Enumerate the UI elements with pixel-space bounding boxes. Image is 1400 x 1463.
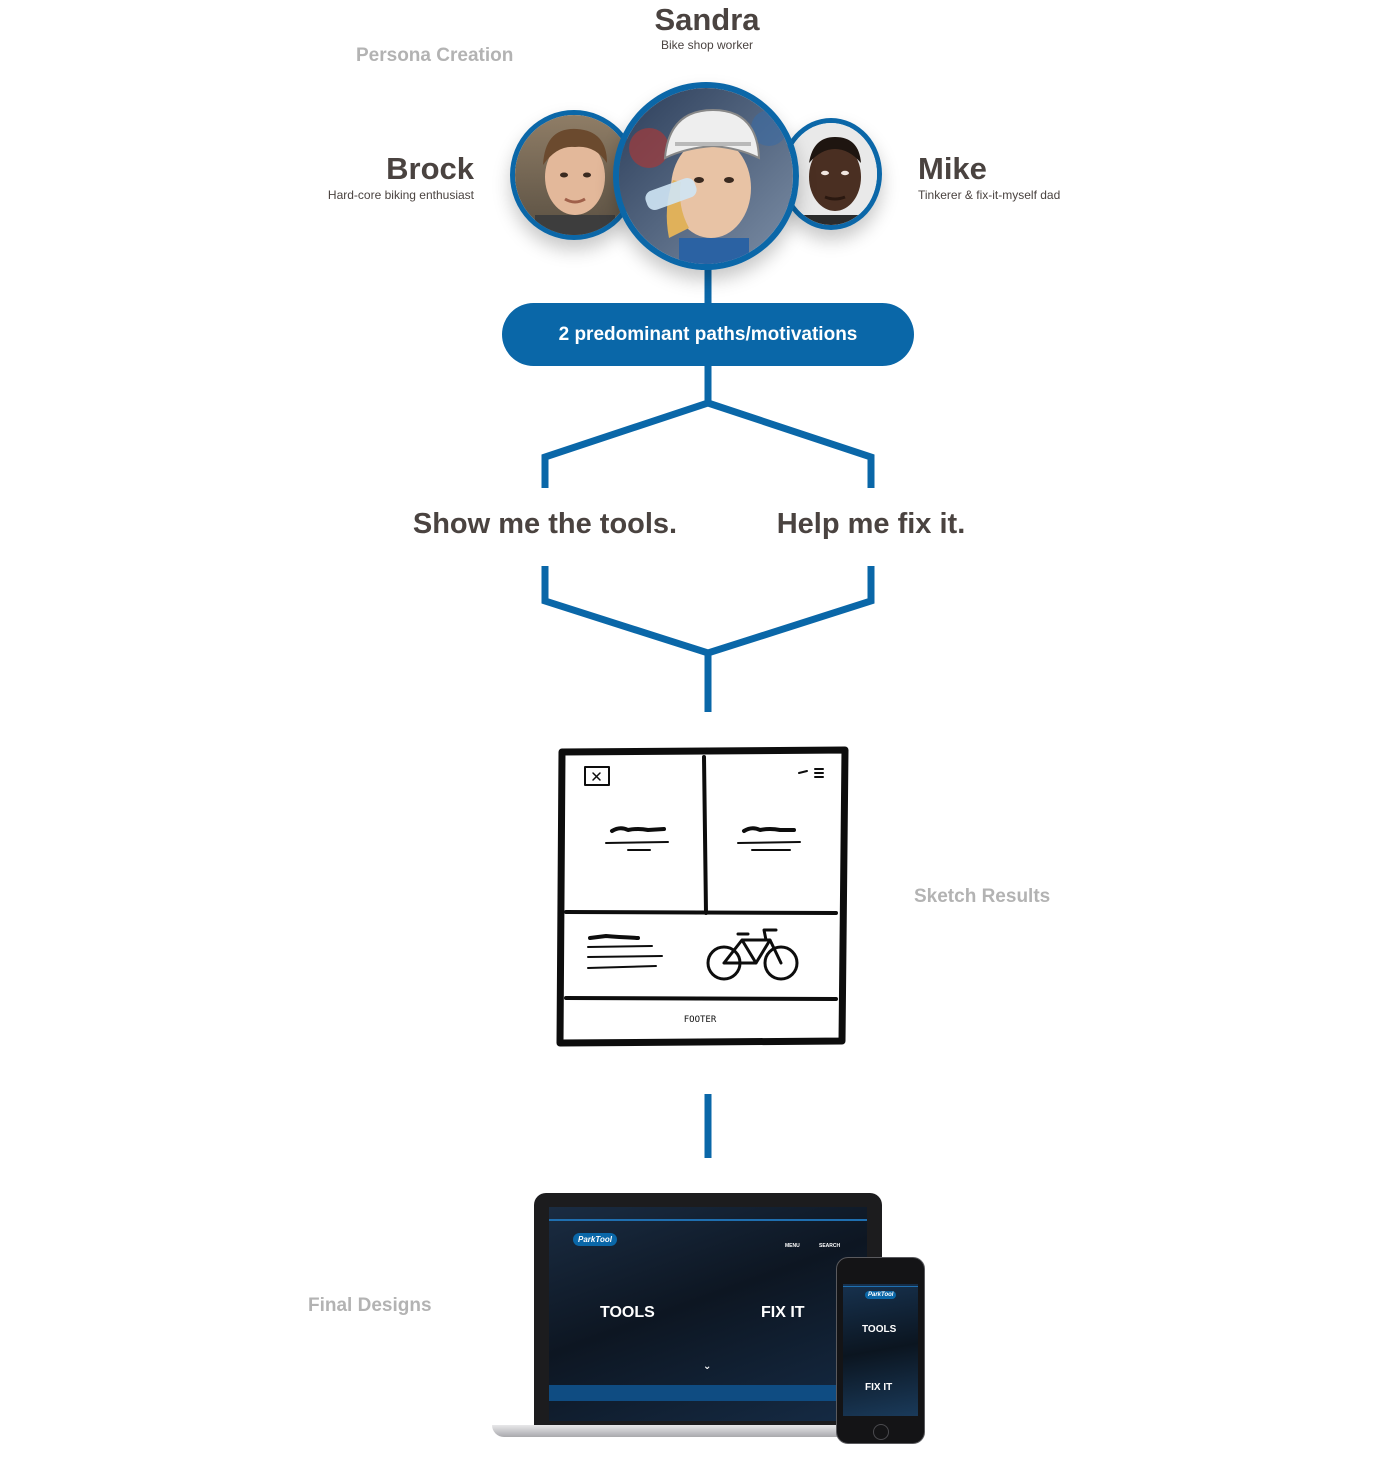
connector-split-left — [541, 366, 712, 488]
laptop-tools-title: TOOLS — [600, 1304, 655, 1321]
persona-role-brock: Hard-core biking enthusiast — [327, 188, 474, 202]
phone-tools-title: TOOLS — [862, 1324, 897, 1335]
phone-screen: ParkTool TOOLS FIX IT — [843, 1284, 918, 1416]
persona-name-sandra: Sandra — [654, 2, 760, 37]
section-label-final-designs: Final Designs — [308, 1295, 432, 1316]
laptop-base — [492, 1425, 896, 1437]
laptop-logo: ParkTool — [573, 1233, 617, 1246]
section-label-sketch-results: Sketch Results — [914, 886, 1051, 907]
motivations-pill-label: 2 predominant paths/motivations — [558, 323, 858, 345]
sketch-menu-icon — [798, 768, 824, 778]
persona-role-sandra: Bike shop worker — [660, 38, 754, 52]
phone-mockup: ParkTool TOOLS FIX IT — [836, 1257, 925, 1444]
persona-role-mike: Tinkerer & fix-it-myself dad — [918, 188, 1061, 202]
phone-home-button — [873, 1424, 889, 1440]
section-label-persona-creation: Persona Creation — [356, 45, 514, 66]
laptop-screen-banner — [549, 1385, 867, 1401]
sketch-logo-box — [584, 766, 610, 786]
persona-name-mike: Mike — [918, 151, 987, 186]
path-label-tools: Show me the tools. — [412, 508, 678, 540]
laptop-mockup: ParkTool MENU SEARCH TOOLS FIX IT ⌄ — [492, 1193, 896, 1445]
sketch-text-heading — [588, 934, 640, 940]
motivations-pill: 2 predominant paths/motivations — [502, 303, 914, 366]
laptop-menu-link: MENU — [785, 1243, 800, 1249]
sketch-divider-horizontal — [564, 910, 838, 915]
avatar-sandra — [613, 82, 799, 270]
phone-fix-it-title: FIX IT — [865, 1382, 893, 1393]
sketch-outer-frame — [556, 746, 849, 1047]
sketch-heading-left — [610, 826, 666, 833]
persona-name-brock: Brock — [386, 151, 474, 186]
sketch-footer-label: FOOTER — [684, 1015, 717, 1025]
chevron-down-icon: ⌄ — [703, 1361, 712, 1372]
connector-split-right — [706, 399, 875, 488]
sketch-divider-footer — [564, 996, 838, 1001]
laptop-search-link: SEARCH — [819, 1243, 841, 1249]
path-label-fix-it: Help me fix it. — [776, 508, 966, 540]
laptop-screen: ParkTool MENU SEARCH TOOLS FIX IT ⌄ — [549, 1207, 867, 1421]
sketch-heading-right — [742, 826, 796, 833]
sketch-bicycle — [706, 928, 799, 981]
sketch-divider-vertical — [702, 755, 708, 915]
phone-logo: ParkTool — [865, 1291, 897, 1299]
laptop-fix-it-title: FIX IT — [761, 1304, 805, 1321]
